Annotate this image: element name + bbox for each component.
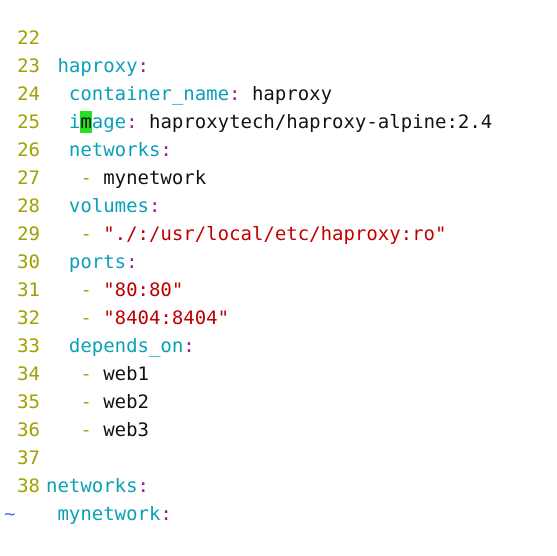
list-dash: - (80, 419, 92, 441)
yaml-value: mynetwork (103, 167, 207, 189)
list-dash: - (80, 279, 92, 301)
code-line: 25 networks: (0, 80, 172, 161)
code-line: 23 container_name: haproxy (0, 24, 332, 105)
line-number: 33 (17, 335, 40, 357)
list-dash: - (80, 223, 92, 245)
line-number: 25 (17, 111, 40, 133)
code-line: 38 mynetwork: (0, 444, 172, 525)
line-number: 23 (17, 55, 40, 77)
yaml-value: web3 (103, 419, 149, 441)
vim-editor[interactable]: 22 haproxy: 23 container_name: haproxy 2… (0, 0, 557, 525)
line-number: 22 (17, 27, 40, 49)
code-line: 22 haproxy: (0, 0, 149, 77)
yaml-string: "8404:8404" (103, 307, 230, 329)
yaml-key: networks (68, 139, 161, 161)
line-number: 35 (17, 391, 40, 413)
empty-line: ~ (0, 472, 46, 525)
code-line: 28 - "./:/usr/local/etc/haproxy:ro" (0, 164, 446, 245)
list-dash: - (80, 167, 92, 189)
line-number: 31 (17, 279, 40, 301)
code-line: 29 ports: (0, 192, 137, 273)
yaml-key: mynetwork (57, 503, 161, 525)
line-number: 24 (17, 83, 40, 105)
line-number: 37 (17, 447, 40, 469)
yaml-key: networks (46, 475, 138, 497)
yaml-key: volumes (68, 195, 149, 217)
yaml-key: depends_on (68, 335, 184, 357)
line-number: 32 (17, 307, 40, 329)
line-number: 26 (17, 139, 40, 161)
code-line: 30 - "80:80" (0, 220, 183, 301)
code-line: 35 - web3 (0, 360, 149, 441)
code-line: 36 (0, 388, 46, 441)
yaml-value: web1 (103, 363, 149, 385)
yaml-key: haproxy (57, 55, 138, 77)
line-number: 28 (17, 195, 40, 217)
code-line: 31 - "8404:8404" (0, 248, 229, 329)
yaml-string: "80:80" (103, 279, 184, 301)
text-cursor: m (80, 111, 92, 133)
line-number: 36 (17, 419, 40, 441)
yaml-key: ports (68, 251, 127, 273)
code-line: 26 - mynetwork (0, 108, 206, 189)
yaml-value: haproxy (251, 83, 333, 105)
line-number: 34 (17, 363, 40, 385)
code-line: 34 - web2 (0, 332, 149, 413)
line-number: 29 (17, 223, 40, 245)
yaml-string: "./:/usr/local/etc/haproxy:ro" (103, 223, 447, 245)
code-line: 24 image: haproxytech/haproxy-alpine:2.4 (0, 52, 492, 133)
code-line: 27 volumes: (0, 136, 160, 217)
tilde-marker: ~ (4, 503, 16, 525)
yaml-key-suffix: age (91, 111, 127, 133)
yaml-key: container_name (68, 83, 230, 105)
line-number: 30 (17, 251, 40, 273)
code-line: 37 networks: (0, 416, 149, 497)
list-dash: - (80, 307, 92, 329)
line-number: 27 (17, 167, 40, 189)
yaml-key-prefix: i (68, 111, 81, 133)
list-dash: - (80, 391, 92, 413)
list-dash: - (80, 363, 92, 385)
code-line: 33 - web1 (0, 304, 149, 385)
code-line: 32 depends_on: (0, 276, 195, 357)
yaml-value: web2 (103, 391, 149, 413)
yaml-value: haproxytech/haproxy-alpine:2.4 (149, 111, 493, 133)
